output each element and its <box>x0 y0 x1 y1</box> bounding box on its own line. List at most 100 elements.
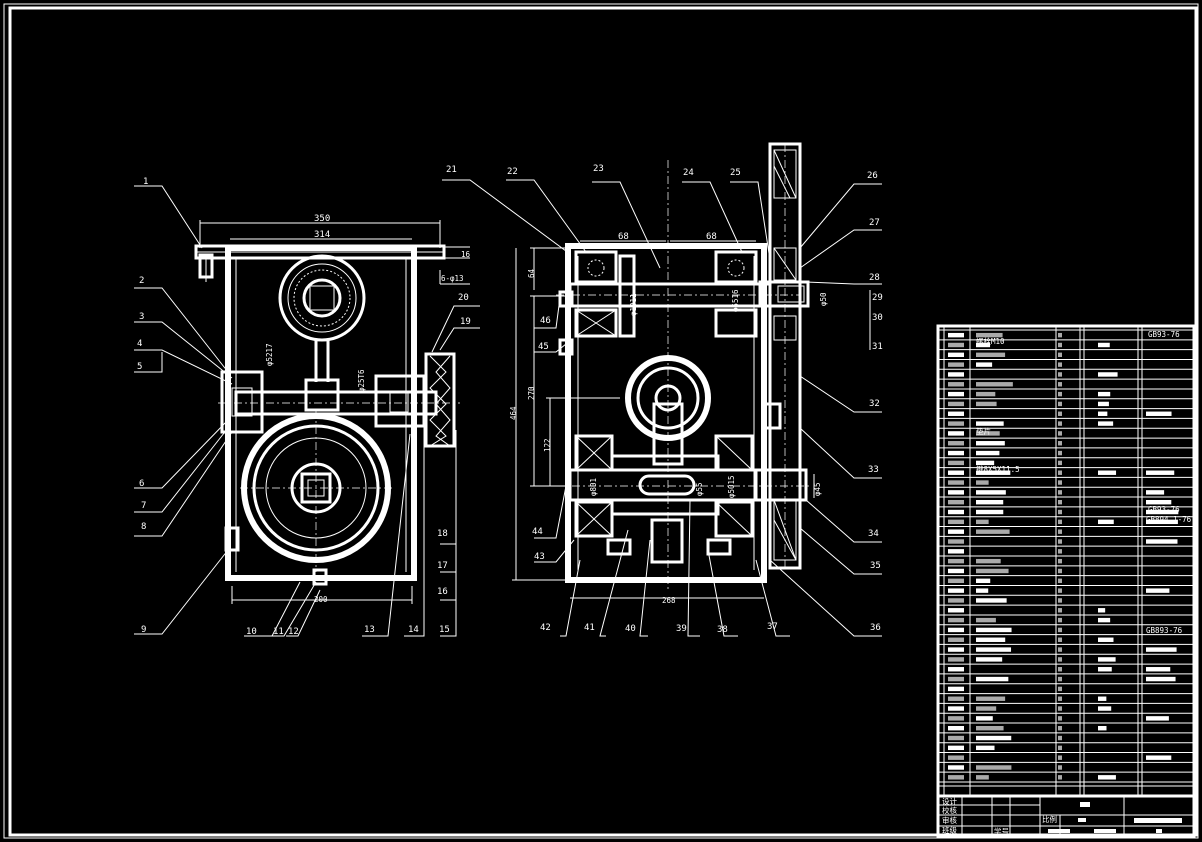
bom-cell-mark <box>948 450 964 456</box>
bom-cell-mark <box>1058 657 1062 662</box>
bom-cell-mark <box>1058 372 1062 377</box>
balloon-37: 37 <box>767 622 778 632</box>
balloon-41: 41 <box>584 623 595 633</box>
balloon-38: 38 <box>717 625 728 635</box>
bom-cell-mark <box>1058 342 1062 348</box>
bom-cell-mark <box>976 460 995 466</box>
bom-cell-mark <box>1146 411 1172 416</box>
bom-cell-mark <box>1058 608 1062 613</box>
dim-h464: 464 <box>509 406 518 420</box>
dim-holes: 6-φ13 <box>441 274 464 283</box>
bom-cell-mark <box>948 431 964 436</box>
bom-cell-mark <box>948 608 964 613</box>
bom-cell-mark <box>1098 667 1112 672</box>
bom-cell-mark <box>1146 470 1175 475</box>
right-leaders <box>442 179 882 637</box>
bom-cell-mark <box>976 470 1011 475</box>
balloon-26: 26 <box>867 171 878 181</box>
bom-cell-mark <box>1058 725 1062 731</box>
bom-cell-mark <box>976 745 995 751</box>
bom-cell-mark <box>948 382 964 387</box>
bom-cell-mark <box>1058 627 1062 633</box>
left-view: 350 314 16 6-φ13 φ5217 φ25T6 200 <box>194 214 471 604</box>
bom-cell-mark <box>948 441 964 446</box>
bom-cell-mark <box>976 441 1005 446</box>
dim-width-outer: 350 <box>314 214 330 224</box>
balloon-13: 13 <box>364 625 375 635</box>
bom-cell-mark <box>1058 539 1062 544</box>
balloon-5: 5 <box>137 362 142 372</box>
dim-b3: φ50 <box>819 292 828 306</box>
bom-cell-mark <box>1058 421 1062 426</box>
balloon-9: 9 <box>141 625 146 635</box>
bom-cell-mark <box>976 617 996 623</box>
bom-cell-mark <box>976 725 1004 731</box>
bom-cell-mark <box>1058 519 1062 525</box>
bom-cell-mark <box>976 716 993 721</box>
balloon-35: 35 <box>870 561 881 571</box>
tb-student-no: 学号 <box>994 826 1009 836</box>
dim-top-right: 68 <box>706 232 717 242</box>
bom-cell-mark <box>1058 617 1062 623</box>
balloon-36: 36 <box>870 623 881 633</box>
balloon-27: 27 <box>869 218 880 228</box>
balloon-31: 31 <box>872 342 883 352</box>
bom-cell-mark <box>1058 578 1062 584</box>
balloon-1: 1 <box>143 177 148 187</box>
bom-cell-mark <box>1146 519 1178 525</box>
bom-cell-mark <box>1058 755 1062 760</box>
balloon-44: 44 <box>532 527 543 537</box>
bom-cell-mark <box>1098 608 1106 613</box>
bom-cell-mark <box>1058 332 1062 338</box>
dim-bearing: φ5217 <box>265 343 274 366</box>
bom-cell-mark <box>1098 372 1118 377</box>
bom-cell-mark <box>1146 667 1171 672</box>
bom-cell-mark <box>976 765 1012 770</box>
bom-cell-mark <box>976 352 1006 358</box>
bom-cell-mark <box>948 558 964 564</box>
bom-cell-mark <box>948 696 964 701</box>
bom-cell-mark <box>1058 598 1062 603</box>
dim-width-inner: 314 <box>314 230 330 240</box>
bom-cell-mark <box>1058 735 1062 741</box>
bom-cell-mark <box>948 735 964 741</box>
balloon-40: 40 <box>625 624 636 634</box>
dim-flange: 16 <box>461 250 471 259</box>
bom-cell-mark <box>948 391 964 397</box>
balloon-39: 39 <box>676 624 687 634</box>
bom-cell-mark <box>1058 765 1062 770</box>
dim-b1: φ1011 <box>629 293 638 316</box>
dim-b2: φ5516 <box>731 289 740 312</box>
bom-cell-mark <box>948 588 964 593</box>
bom-cell-mark <box>948 352 964 358</box>
balloon-7: 7 <box>141 501 146 511</box>
bom-cell-mark <box>1058 647 1062 652</box>
bom-cell-mark <box>976 362 993 367</box>
bom-cell-mark <box>1058 470 1062 475</box>
bom-note-2: GB93-76 <box>1148 505 1180 514</box>
balloon-43: 43 <box>534 552 545 562</box>
bom-cell-mark <box>1098 696 1107 701</box>
bom-cell-mark <box>1058 588 1062 593</box>
balloon-45: 45 <box>538 342 549 352</box>
bom-cell-mark <box>1146 755 1172 760</box>
balloon-29: 29 <box>872 293 883 303</box>
bom-cell-mark <box>976 598 1007 603</box>
bom-cell-mark <box>1098 519 1114 525</box>
bom-cell-mark <box>1098 421 1114 426</box>
balloon-18: 18 <box>437 529 448 539</box>
bom-cell-mark <box>948 706 964 711</box>
tb-design: 设计 <box>942 796 957 806</box>
dim-h64: 64 <box>527 268 536 278</box>
bom-cell-mark <box>1146 647 1177 652</box>
dim-b6: φ5015 <box>727 475 736 498</box>
bom-cell-mark <box>976 775 989 780</box>
balloon-33: 33 <box>868 465 879 475</box>
bom-cell-mark <box>948 372 964 377</box>
bom-note-4: GB893-76 <box>1146 626 1183 635</box>
bom-cell-mark <box>976 431 1000 436</box>
bom-cell-mark <box>1058 686 1062 692</box>
bom-cell-mark <box>948 549 964 554</box>
bom-cell-mark <box>948 332 964 338</box>
